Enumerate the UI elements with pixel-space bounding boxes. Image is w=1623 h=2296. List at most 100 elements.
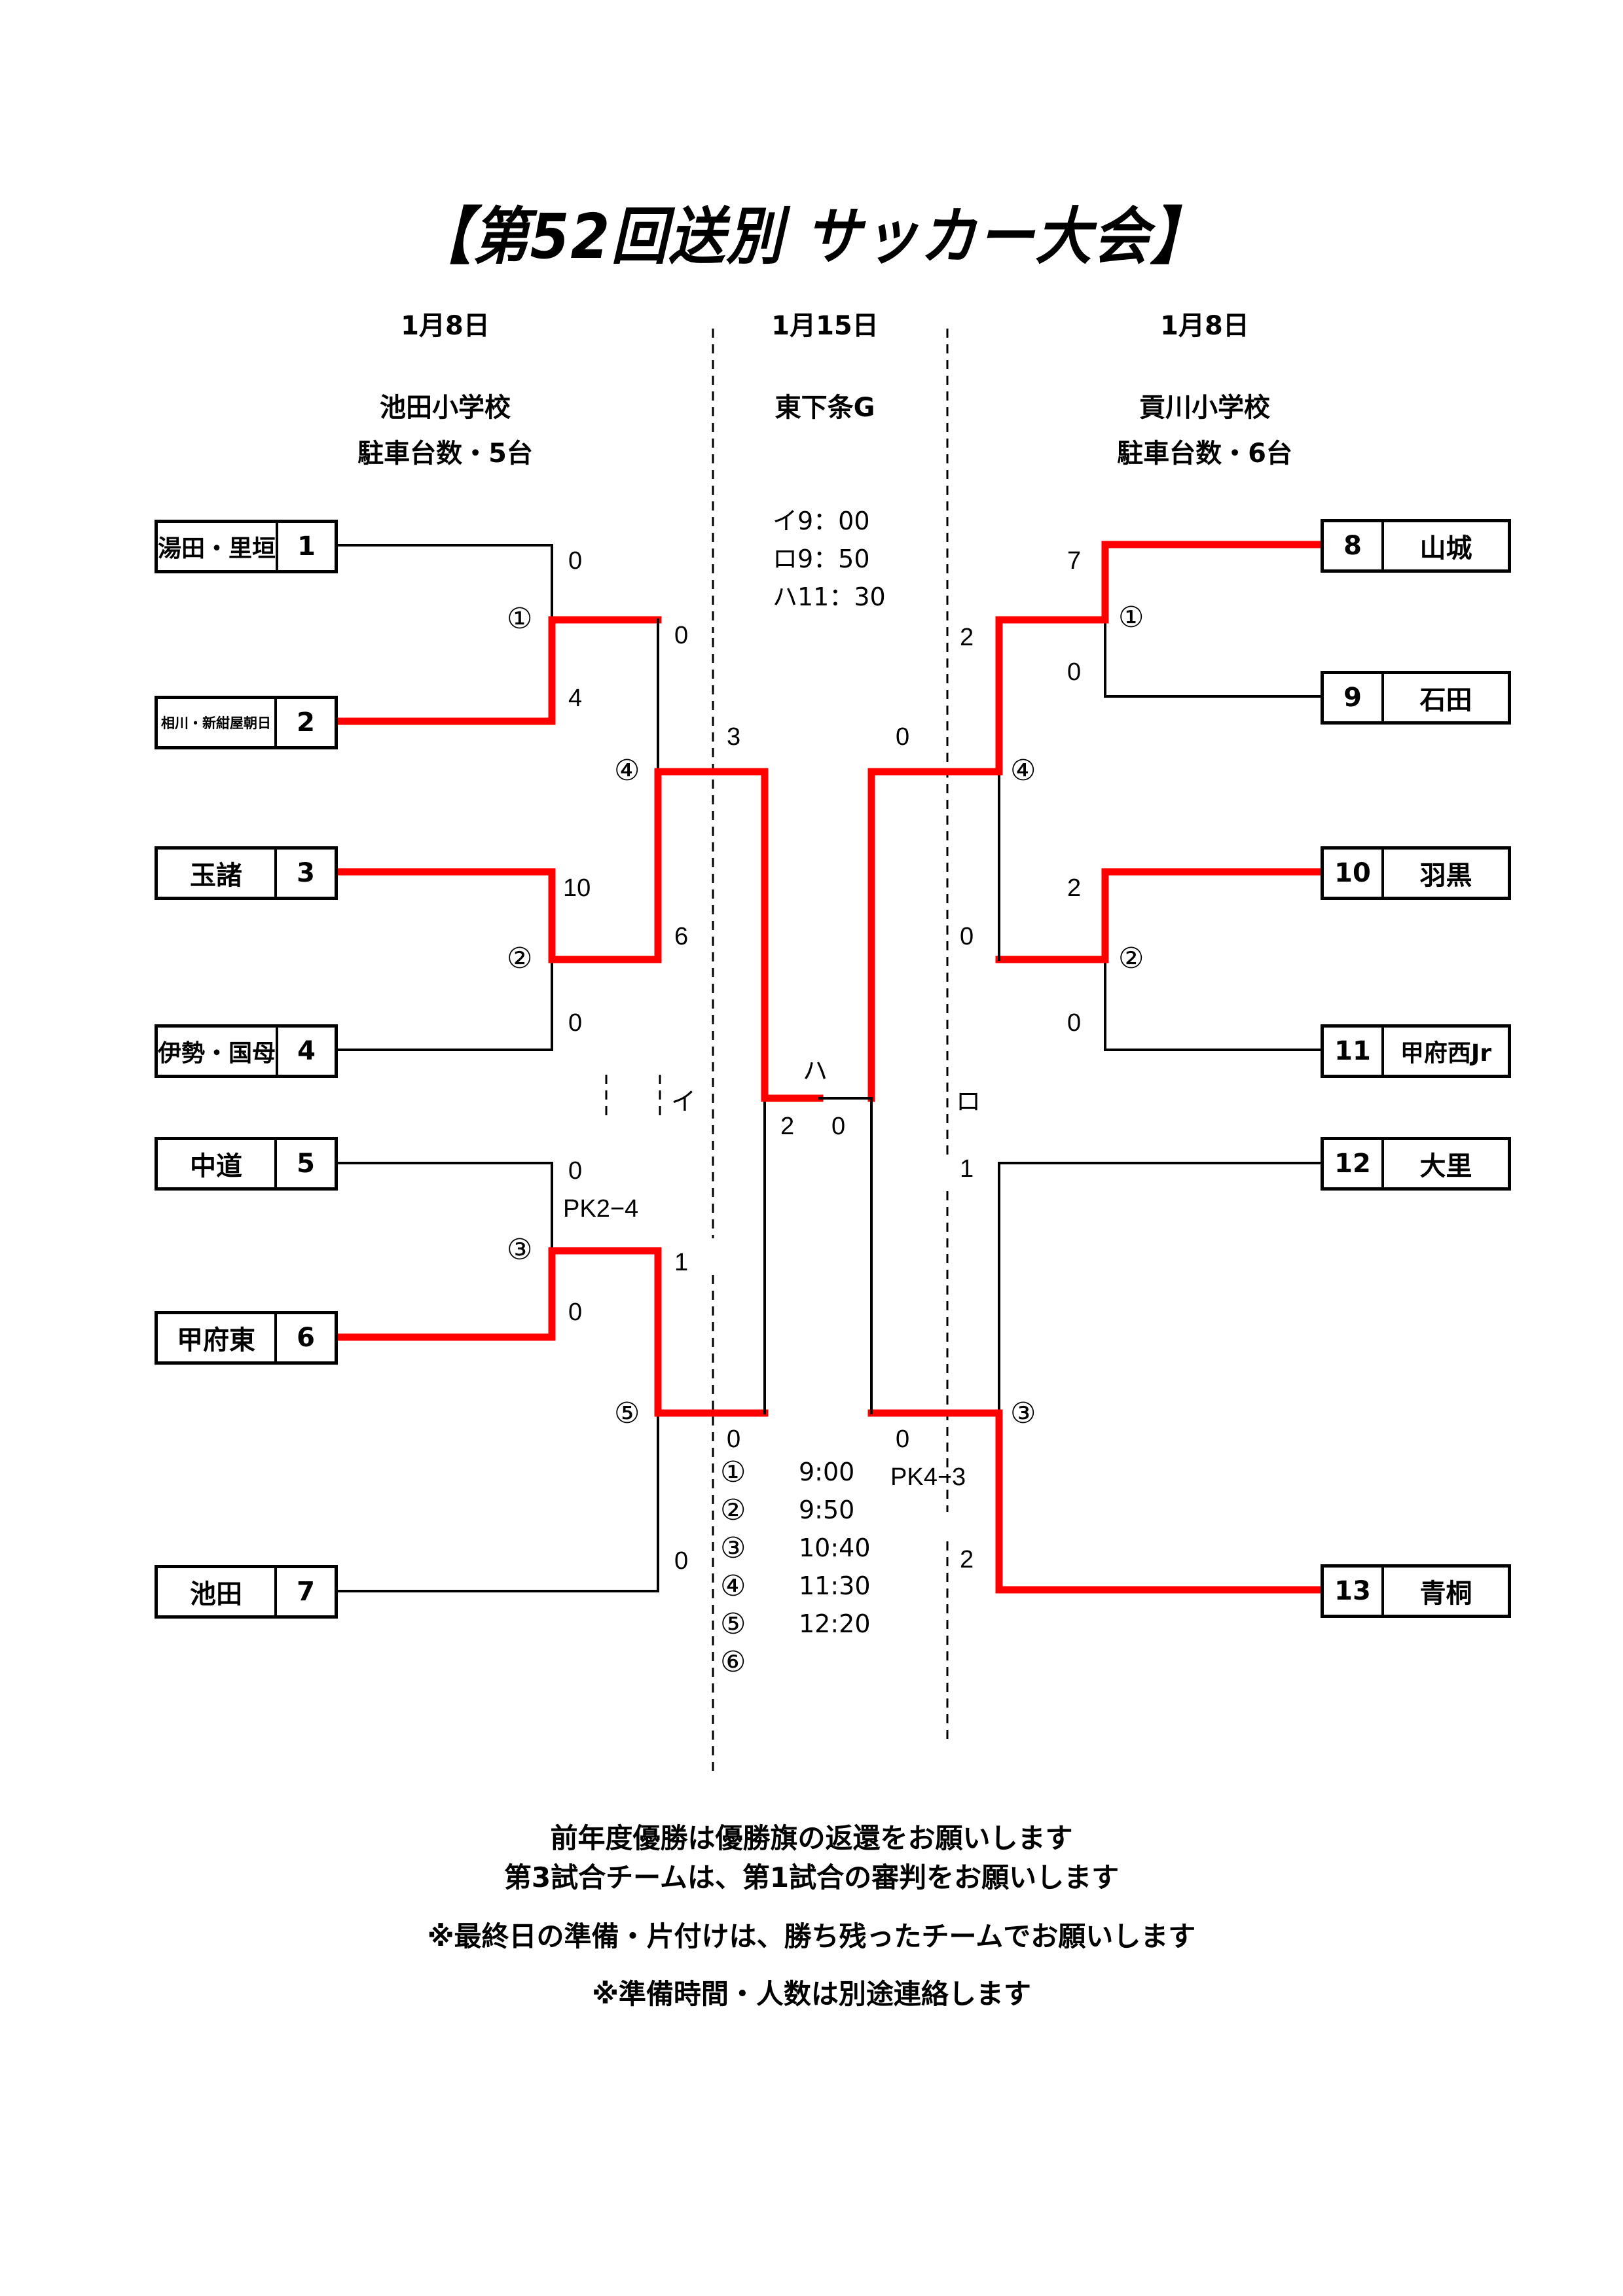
team-number: 8	[1324, 522, 1384, 569]
schedule-match: ②	[720, 1493, 746, 1527]
score: 7	[1067, 547, 1082, 575]
team-name: 石田	[1419, 685, 1472, 715]
score: 3	[727, 723, 741, 751]
group-label-ha: ハ	[803, 1056, 828, 1085]
bracket-r1-team9	[1104, 619, 1322, 698]
team-name: 甲府西Jr	[1400, 1040, 1492, 1067]
schedule-match: ①	[720, 1455, 746, 1489]
match-label-right-3: ③	[1010, 1397, 1036, 1430]
team-number: 4	[276, 1028, 335, 1075]
page-title: 【第52回送別 サッカー大会】	[414, 200, 1209, 273]
bracket-l5-from-m3	[548, 1247, 662, 1417]
score: 0	[1067, 658, 1082, 686]
match-label-left-2: ②	[507, 942, 533, 975]
score: 2	[1067, 874, 1082, 902]
score: 2	[960, 624, 974, 651]
score: 1	[960, 1155, 974, 1183]
team-name: 青桐	[1419, 1579, 1472, 1609]
schedule-row: ① 9:00	[720, 1453, 871, 1491]
team-number: 7	[274, 1568, 335, 1615]
score: 4	[568, 685, 583, 712]
team-number: 6	[274, 1314, 335, 1361]
left-date: 1月8日	[401, 311, 490, 341]
note-4: ※準備時間・人数は別途連絡します	[592, 1978, 1031, 2010]
score: 10	[563, 874, 591, 902]
time-i: イ9：00	[773, 507, 870, 535]
team-number: 3	[274, 850, 335, 897]
bracket-ro-top	[867, 768, 1003, 1102]
team-name: 甲府東	[177, 1325, 255, 1355]
bracket-l1-team1	[337, 544, 553, 621]
team-number: 13	[1324, 1568, 1384, 1615]
match-label-right-2: ②	[1118, 942, 1144, 975]
bracket-l3-team5	[337, 1162, 553, 1252]
team-box-11: 11 甲府西Jr	[1321, 1024, 1511, 1078]
team-box-1: 湯田・里垣 1	[155, 520, 338, 573]
score: 0	[568, 1009, 583, 1037]
team-number: 10	[1324, 850, 1384, 897]
final-score-left: 2	[780, 1113, 795, 1140]
team-name: 中道	[190, 1151, 242, 1181]
score: 0	[568, 1299, 583, 1326]
score: 0	[960, 923, 974, 950]
team-box-6: 甲府東 6	[155, 1311, 338, 1365]
note-1: 前年度優勝は優勝旗の返還をお願いします	[550, 1822, 1073, 1854]
score: 0	[674, 622, 689, 649]
schedule-time: 12:20	[799, 1609, 871, 1638]
right-parking: 駐車台数・6台	[1117, 439, 1292, 469]
score: 2	[960, 1546, 974, 1573]
team-number: 12	[1324, 1140, 1384, 1187]
team-name: 羽黒	[1419, 861, 1472, 891]
bracket-l2-team3	[334, 868, 556, 963]
team-box-2: 相川・新紺屋朝日 2	[155, 696, 338, 749]
note-3: ※最終日の準備・片付けは、勝ち残ったチームでお願いします	[427, 1920, 1196, 1952]
schedule-row: ② 9:50	[720, 1491, 871, 1529]
score: 0	[896, 1426, 910, 1453]
schedule-match: ⑥	[720, 1645, 746, 1679]
team-name: 玉諸	[190, 861, 242, 891]
team-number: 9	[1324, 674, 1384, 721]
day-dividers	[605, 329, 949, 1777]
score: 6	[674, 923, 689, 950]
score: 0	[674, 1547, 689, 1575]
score: 1	[674, 1249, 689, 1276]
team-box-10: 10 羽黒	[1321, 846, 1511, 900]
match-label-left-4: ④	[614, 754, 640, 787]
bracket-r3-team13	[995, 1409, 1324, 1594]
schedule-row: ⑤ 12:20	[720, 1605, 871, 1643]
schedule-time: 10:40	[799, 1534, 871, 1562]
schedule-row: ③ 10:40	[720, 1529, 871, 1567]
schedule-row: ⑥	[720, 1643, 871, 1681]
match-label-right-4: ④	[1010, 754, 1036, 787]
match-label-right-1: ①	[1118, 601, 1144, 634]
team-box-7: 池田 7	[155, 1565, 338, 1619]
schedule-time: 9:00	[799, 1458, 855, 1486]
schedule-match: ③	[720, 1531, 746, 1565]
team-box-12: 12 大里	[1321, 1137, 1511, 1191]
left-parking: 駐車台数・5台	[357, 439, 533, 469]
time-ro: ロ9：50	[773, 545, 870, 573]
note-2: 第3試合チームは、第1試合の審判をお願いします	[503, 1861, 1120, 1893]
score: 0	[568, 1157, 583, 1185]
schedule-match: ⑤	[720, 1607, 746, 1641]
bracket-r4-from-m1	[995, 616, 1109, 776]
team-name: 相川・新紺屋朝日	[161, 715, 271, 731]
center-date: 1月15日	[771, 311, 879, 341]
bracket-i-top	[654, 768, 769, 1102]
bracket-l3-team6	[334, 1247, 556, 1341]
bracket-l1-team2	[334, 616, 556, 725]
schedule-time: 9:50	[799, 1496, 855, 1524]
final-score-right: 0	[831, 1113, 846, 1140]
team-box-4: 伊勢・国母 4	[155, 1024, 338, 1078]
team-number: 1	[276, 523, 335, 570]
score: 0	[727, 1426, 741, 1453]
bracket-r1-team8	[1101, 541, 1324, 624]
team-name: 伊勢・国母	[158, 1040, 276, 1067]
score: 0	[896, 723, 910, 751]
bracket-r3-team12	[998, 1162, 1322, 1414]
bracket-l4-from-m2	[548, 768, 662, 963]
left-venue: 池田小学校	[380, 393, 511, 423]
match-label-left-3: ③	[507, 1233, 533, 1266]
